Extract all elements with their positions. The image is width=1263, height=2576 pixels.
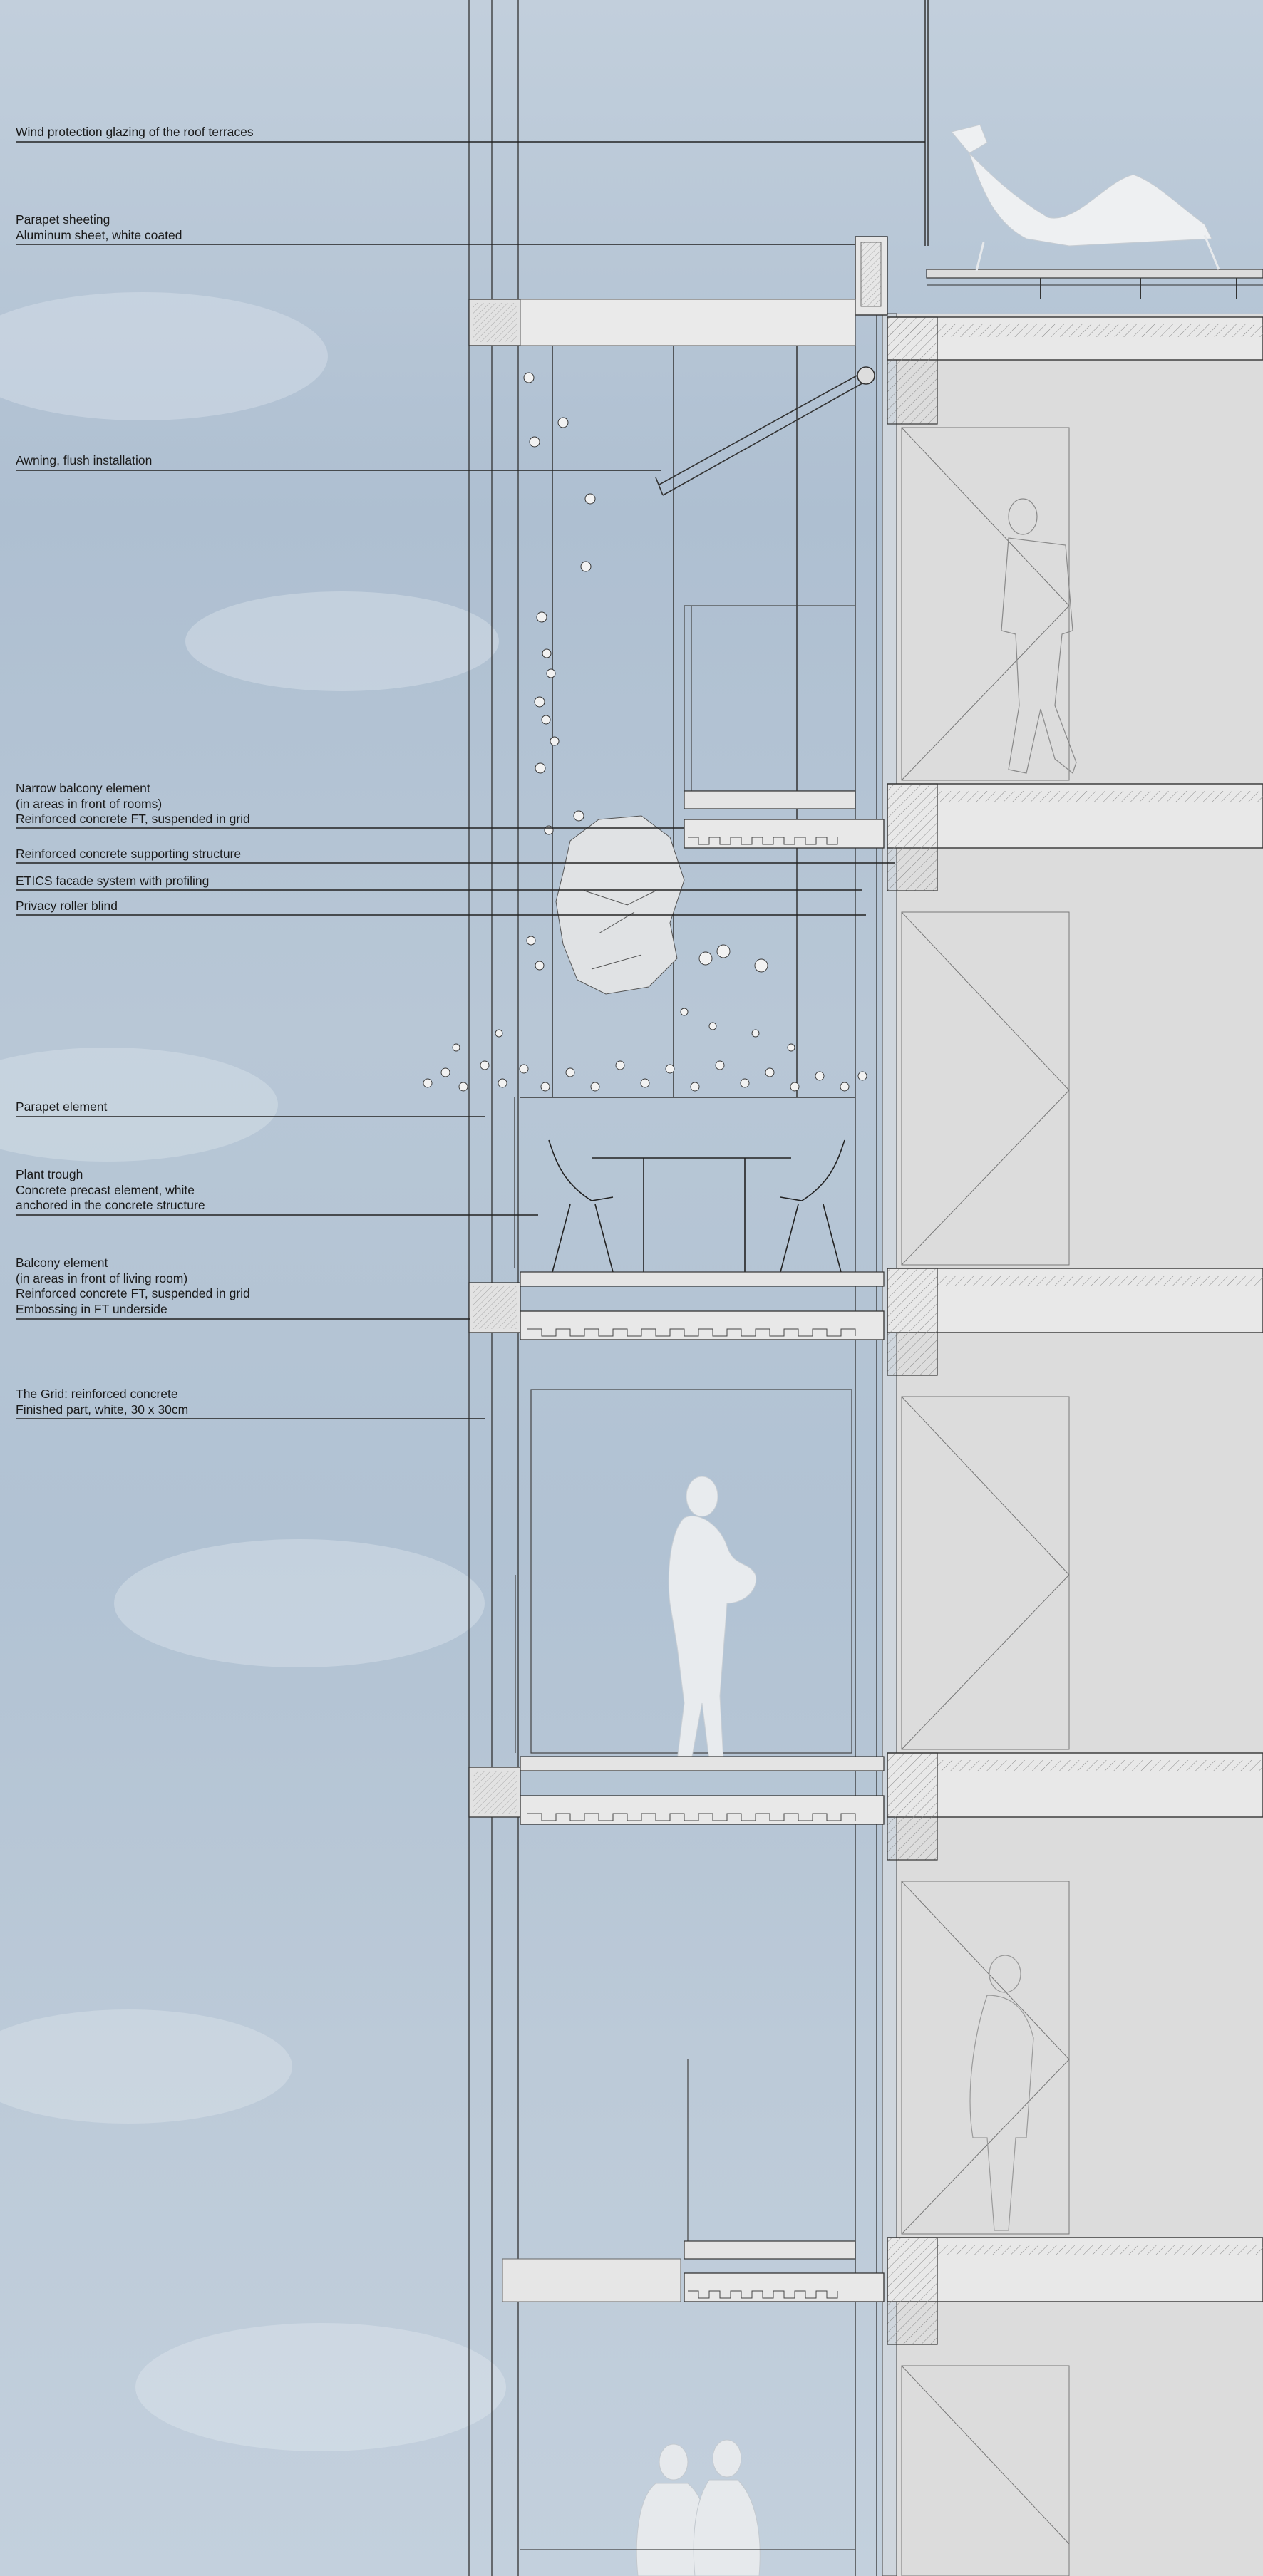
label-reinforced-concrete-supporting-structure: Reinforced concrete supporting structure <box>16 847 242 861</box>
label-the-grid: The Grid: reinforced concrete Finished p… <box>16 1387 189 1417</box>
building-interior <box>882 313 1263 2576</box>
narrow-balcony-4 <box>502 2059 885 2302</box>
climbing-flowers <box>523 372 596 971</box>
balcony-element-3 <box>468 1756 885 1825</box>
roof-figure-reclining <box>951 124 1220 271</box>
interior-window-panels <box>901 427 1070 2576</box>
balcony-element-2 <box>468 1271 885 1340</box>
standing-figure <box>668 1476 757 1761</box>
leader-lines <box>16 141 925 1419</box>
label-awning: Awning, flush installation <box>16 453 153 467</box>
interior-figure-walking <box>1001 498 1077 775</box>
upper-railing <box>684 605 856 792</box>
label-balcony-element: Balcony element (in areas in front of li… <box>16 1256 250 1316</box>
label-parapet-element: Parapet element <box>16 1100 108 1114</box>
bottom-figures <box>636 2439 761 2576</box>
canopy-beam <box>468 299 856 346</box>
label-privacy-roller-blind: Privacy roller blind <box>16 899 118 913</box>
plant-trough <box>514 1097 855 1268</box>
narrow-balcony-slab-1 <box>684 790 885 849</box>
the-grid-verticals <box>468 0 877 2576</box>
interior-figure-backpack <box>969 1955 1034 2231</box>
floor-slabs <box>887 783 1263 2345</box>
wind-protection-glazing-shape <box>924 0 929 246</box>
label-parapet-sheeting: Parapet sheeting Aluminum sheet, white c… <box>16 212 182 242</box>
awning-shape <box>655 366 875 496</box>
label-narrow-balcony-element: Narrow balcony element (in areas in fron… <box>16 781 250 826</box>
roof-parapet <box>855 236 1263 425</box>
climbing-wires <box>552 346 798 1097</box>
cloud-texture <box>0 292 506 2451</box>
label-wind-protection-glazing: Wind protection glazing of the roof terr… <box>16 125 254 139</box>
tree <box>555 815 685 995</box>
table-and-chairs <box>548 1139 845 1273</box>
plant-trough-flowers <box>423 944 867 1092</box>
label-plant-trough: Plant trough Concrete precast element, w… <box>16 1167 205 1212</box>
label-etics-facade-system: ETICS facade system with profiling <box>16 874 210 888</box>
